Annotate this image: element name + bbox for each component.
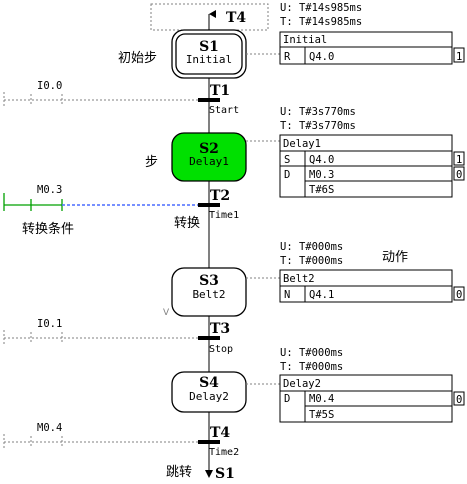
transition-name: Time1 xyxy=(209,210,239,221)
time-readout-t: T: T#000ms xyxy=(280,255,343,267)
transition-t1[interactable]: T1 Start xyxy=(198,83,239,116)
step-id: S1 xyxy=(199,39,219,55)
time-readout-t: T: T#3s770ms xyxy=(280,120,356,132)
action-title: Delay1 xyxy=(283,138,321,150)
action-state: 0 xyxy=(456,169,462,181)
action-state: 0 xyxy=(456,394,462,406)
jump-out-arrow-icon xyxy=(205,470,213,478)
condition-t1[interactable]: I0.0 xyxy=(3,80,198,106)
transition-name: Stop xyxy=(209,344,233,355)
note-step: 步 xyxy=(145,155,158,170)
transition-t4[interactable]: T4 Time2 xyxy=(198,425,239,458)
time-readout-u: U: T#000ms xyxy=(280,241,343,253)
action-qualifier: S xyxy=(284,154,290,166)
action-operand: T#5S xyxy=(309,409,334,421)
action-operand: M0.4 xyxy=(309,393,334,405)
step-s4[interactable]: S4 Delay2 xyxy=(171,371,247,413)
action-qualifier: D xyxy=(284,393,290,405)
note-initial-step: 初始步 xyxy=(118,51,157,66)
step-id: S2 xyxy=(199,141,219,157)
action-block-s3[interactable]: Belt2 N Q4.1 0 xyxy=(279,269,465,303)
note-jump: 跳转 xyxy=(166,465,192,480)
action-state: 1 xyxy=(456,51,462,63)
action-title: Belt2 xyxy=(283,273,315,285)
action-operand: M0.3 xyxy=(309,169,334,181)
transition-id: T2 xyxy=(210,188,230,204)
time-readout-t: T: T#14s985ms xyxy=(280,16,362,28)
action-qualifier: R xyxy=(284,51,291,63)
step-s2[interactable]: S2 Delay1 xyxy=(171,132,247,182)
action-state: 0 xyxy=(456,289,462,301)
transition-name: Start xyxy=(209,105,239,116)
action-block-s4[interactable]: Delay2 D M0.4 0 T#5S xyxy=(279,374,465,423)
step-name: Initial xyxy=(186,53,232,66)
note-transition: 转换 xyxy=(174,216,200,231)
contact-label: M0.3 xyxy=(37,184,62,196)
contact-label: M0.4 xyxy=(37,422,62,434)
action-operand: T#6S xyxy=(309,184,334,196)
jump-out-label: S1 xyxy=(215,466,235,482)
action-operand: Q4.1 xyxy=(309,289,334,301)
step-s1[interactable]: S1 Initial xyxy=(171,29,247,79)
step-id: S4 xyxy=(199,375,219,391)
condition-t4[interactable]: M0.4 xyxy=(3,422,198,448)
condition-t2[interactable]: M0.3 xyxy=(3,184,198,211)
transition-t3[interactable]: T3 Stop xyxy=(198,321,233,355)
note-transition-condition: 转换条件 xyxy=(22,221,74,237)
action-qualifier: N xyxy=(284,289,290,301)
jump-in-arrow-icon xyxy=(209,10,216,18)
transition-id: T3 xyxy=(210,321,230,337)
transition-id: T1 xyxy=(210,83,230,99)
transition-t2[interactable]: T2 Time1 xyxy=(198,188,239,221)
time-readout-u: U: T#14s985ms xyxy=(280,2,362,14)
step-s3[interactable]: S3 Belt2 xyxy=(171,267,247,317)
time-readout-u: U: T#3s770ms xyxy=(280,106,356,118)
transition-name: Time2 xyxy=(209,447,239,458)
action-title: Initial xyxy=(283,34,327,46)
step-id: S3 xyxy=(199,273,219,289)
action-operand: Q4.0 xyxy=(309,51,334,63)
time-readout-u: U: T#000ms xyxy=(280,347,343,359)
action-qualifier: D xyxy=(284,169,290,181)
action-title: Delay2 xyxy=(283,378,321,390)
condition-t3[interactable]: I0.1 xyxy=(3,318,198,344)
contact-label: I0.1 xyxy=(37,318,62,330)
transition-id: T4 xyxy=(210,425,230,441)
v-mark: V xyxy=(163,308,170,318)
action-block-s2[interactable]: Delay1 S Q4.0 1 D M0.3 0 T#6S xyxy=(279,134,465,198)
note-action: 动作 xyxy=(382,250,408,265)
action-operand: Q4.0 xyxy=(309,154,334,166)
step-name: Delay2 xyxy=(189,390,229,403)
action-block-s1[interactable]: Initial R Q4.0 1 xyxy=(279,31,465,65)
time-readout-t: T: T#000ms xyxy=(280,361,343,373)
action-state: 1 xyxy=(456,154,462,166)
jump-in-label: T4 xyxy=(226,10,246,26)
step-name: Delay1 xyxy=(189,155,229,168)
contact-label: I0.0 xyxy=(37,80,62,92)
step-name: Belt2 xyxy=(192,288,225,301)
